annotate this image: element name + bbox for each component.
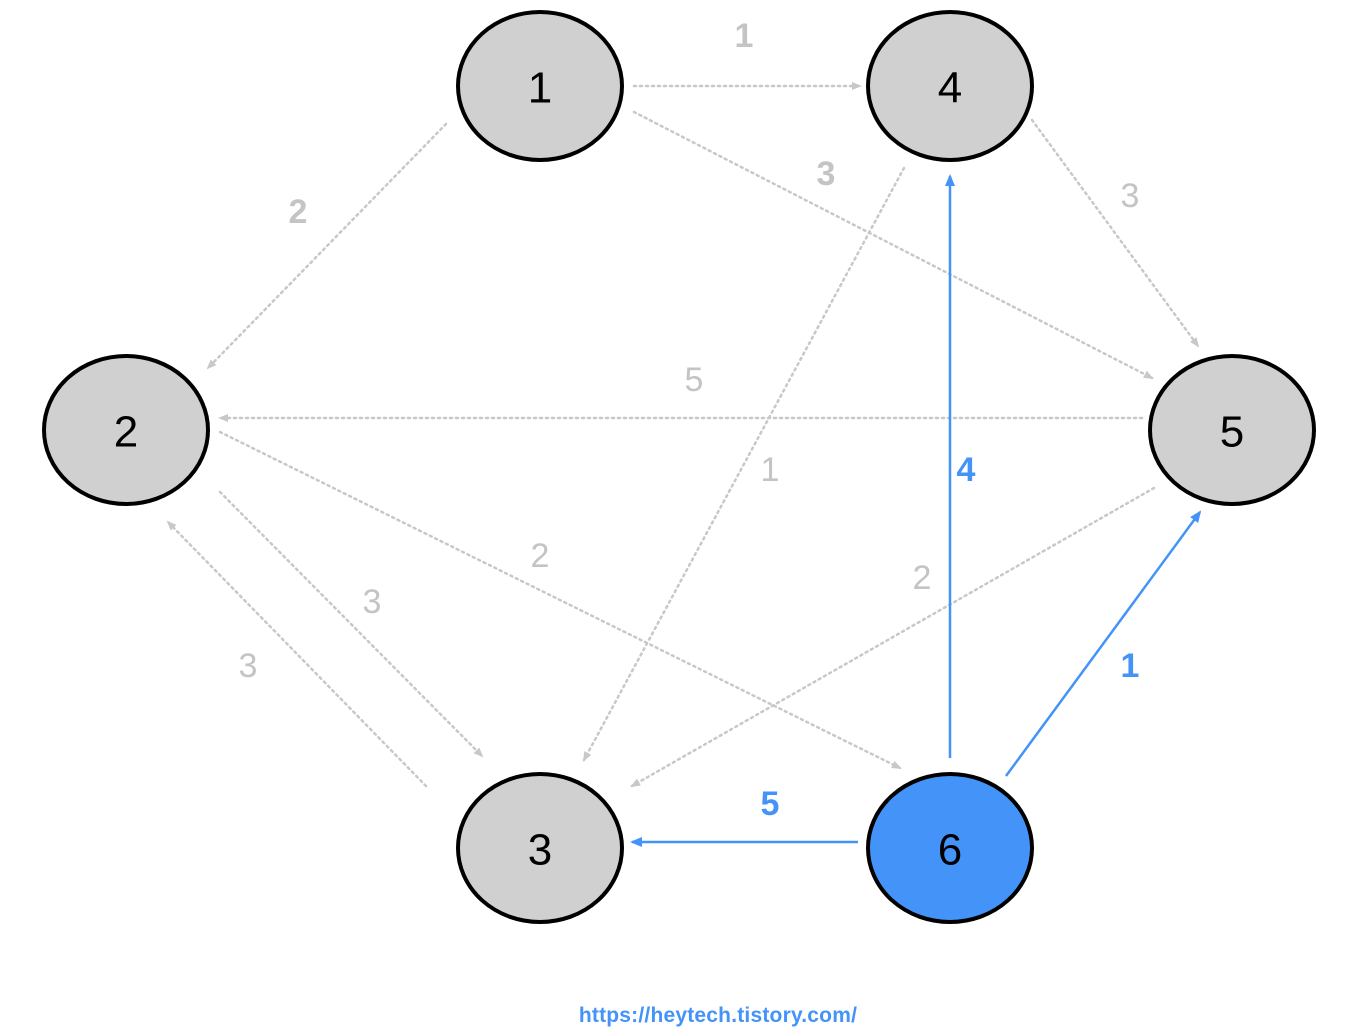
edge-weight-3-to-2: 3 — [239, 647, 258, 685]
edge-weight-1-to-2: 2 — [289, 193, 308, 231]
edge-weight-6-to-4: 4 — [957, 451, 976, 489]
edge-weight-1-to-5: 3 — [817, 155, 836, 193]
edge-weight-2-to-3: 3 — [363, 583, 382, 621]
edge-4-to-3 — [582, 166, 906, 762]
node-2: 2 — [42, 354, 210, 506]
node-6-label: 6 — [938, 826, 962, 875]
node-1-circle — [456, 10, 624, 162]
node-1-label: 1 — [528, 64, 552, 113]
edge-weight-6-to-3: 5 — [761, 785, 780, 823]
node-5-circle — [1148, 354, 1316, 506]
edge-5-to-3 — [630, 486, 1156, 788]
node-2-circle — [42, 354, 210, 506]
edge-1-to-5 — [632, 110, 1154, 380]
edge-2-to-6 — [218, 430, 902, 770]
node-6: 6 — [866, 772, 1034, 924]
node-3: 3 — [456, 772, 624, 924]
credit-url[interactable]: https://heytech.tistory.com/ — [578, 1004, 858, 1027]
node-5: 5 — [1148, 354, 1316, 506]
edge-labels-layer: 1 2 3 3 1 5 2 3 3 2 4 1 5 — [239, 17, 1140, 823]
edge-6-to-5 — [1004, 510, 1202, 777]
edge-4-to-5 — [1030, 118, 1200, 348]
node-3-label: 3 — [528, 826, 552, 875]
node-5-label: 5 — [1220, 408, 1244, 457]
edge-weight-4-to-5: 3 — [1121, 177, 1140, 215]
node-4: 4 — [866, 10, 1034, 162]
edge-weight-1-to-4: 1 — [735, 17, 754, 55]
nodes-layer: 1 2 3 4 5 6 — [42, 10, 1316, 924]
node-3-circle — [456, 772, 624, 924]
edge-weight-5-to-2: 5 — [685, 361, 704, 399]
edges-layer — [166, 82, 1202, 847]
edge-weight-5-to-3: 2 — [913, 559, 932, 597]
node-2-label: 2 — [114, 408, 138, 457]
edge-weight-4-to-3: 1 — [761, 451, 780, 489]
edge-2-to-3 — [218, 490, 484, 758]
node-4-label: 4 — [938, 64, 962, 113]
node-1: 1 — [456, 10, 624, 162]
edge-1-to-2 — [206, 122, 448, 370]
node-6-circle — [866, 772, 1034, 924]
node-4-circle — [866, 10, 1034, 162]
edge-weight-2-to-6: 2 — [531, 537, 550, 575]
edge-3-to-2 — [166, 520, 428, 788]
edge-weight-6-to-5: 1 — [1121, 647, 1140, 685]
